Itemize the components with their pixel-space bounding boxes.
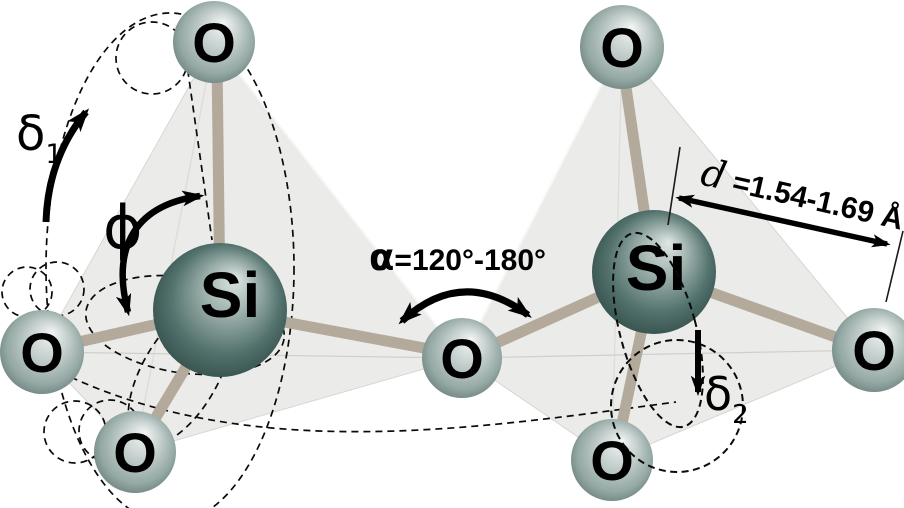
- alpha-angle-arrow: [398, 288, 532, 325]
- oxygen-label: O: [440, 327, 484, 390]
- oxygen-atom-bridging: O: [422, 318, 502, 398]
- oxygen-atom-bottom-right: O: [571, 419, 653, 501]
- right-bond-libration-ellipse: [612, 231, 704, 429]
- alpha-label: α=120°-180°: [369, 236, 546, 279]
- oxygen-atom-right: O: [832, 308, 904, 392]
- oxygen-sphere: [422, 318, 502, 398]
- phi-label: ϕ: [103, 193, 143, 263]
- oxygen-label: O: [600, 16, 644, 79]
- oxygen-sphere: [832, 308, 904, 392]
- oxygen-atom-top-right: O: [580, 5, 664, 89]
- annotation-arrows: [42, 108, 904, 397]
- oxygen-sphere: [580, 5, 664, 89]
- delta1-label: δ1: [16, 106, 63, 170]
- distance-extension-line-left: [667, 146, 681, 226]
- left-rotation-orbit: [45, 12, 295, 508]
- oxygen-atom-bottom-left: O: [94, 411, 176, 493]
- oxygen-sphere: [571, 419, 653, 501]
- oxygen-sphere: [0, 310, 84, 394]
- long-libration-curve: [59, 371, 677, 433]
- left-oxygen-libration-circle-1: [1, 266, 53, 318]
- phi-axis-dashed-line: [185, 57, 213, 241]
- oxygen-sphere: [94, 411, 176, 493]
- silicon-atom-left: Si: [153, 243, 287, 377]
- phi-angle-arrow: [115, 190, 205, 317]
- silicon-label: Si: [200, 259, 260, 331]
- oxygen-label: O: [590, 429, 634, 492]
- oxygen-label: O: [20, 321, 64, 384]
- oxygen-atom-left: O: [0, 310, 84, 394]
- delta2-rotation-circle: [610, 339, 744, 473]
- oxygen-label: O: [192, 11, 236, 74]
- oxygen-label: O: [113, 421, 157, 484]
- distance-extension-line-right: [885, 230, 904, 303]
- silicon-atom-right: Si: [592, 210, 716, 334]
- oxygen-label: O: [852, 319, 896, 382]
- delta2-label: δ2: [704, 367, 749, 430]
- silicon-label: Si: [626, 232, 686, 304]
- delta1-arrow: [42, 108, 90, 223]
- oxygen-atom-top-left: O: [173, 1, 255, 83]
- oxygen-sphere: [173, 1, 255, 83]
- left-silicon-rotation-ellipse: [84, 274, 286, 376]
- libration-orbits-front: [610, 231, 744, 473]
- distance-dimension-arrow: [675, 194, 891, 248]
